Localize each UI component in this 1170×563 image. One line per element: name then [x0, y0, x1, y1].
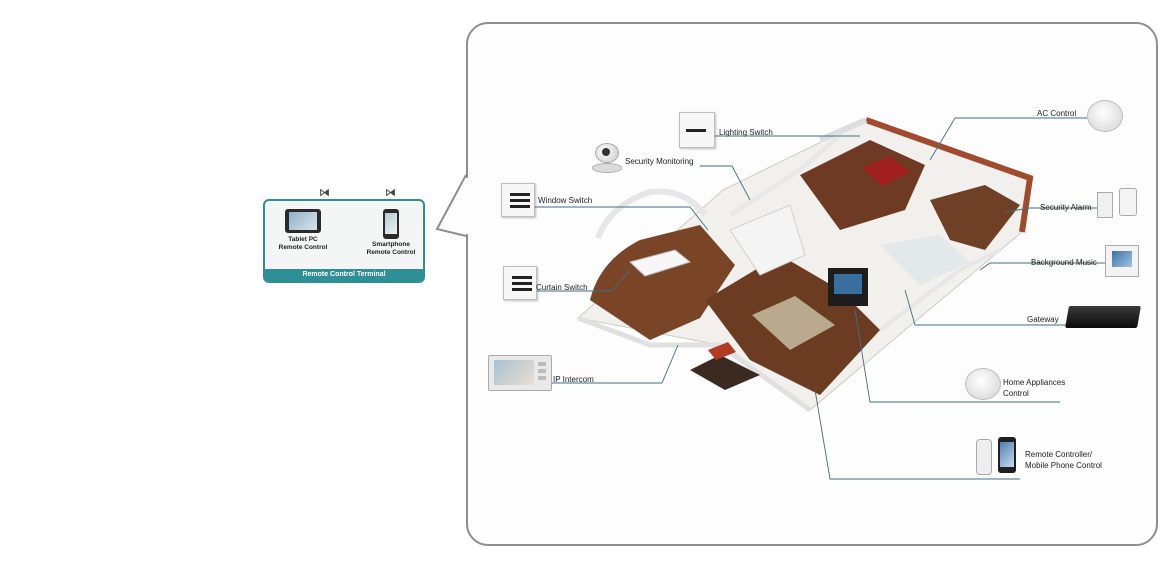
security-alarm-icon: [1097, 188, 1139, 218]
remote-control-terminal: ⧒ ⧒ Tablet PC Remote Control Smartphone …: [263, 187, 425, 283]
label-remote-controller-line2: Mobile Phone Control: [1025, 461, 1102, 470]
tablet-label-line1: Tablet PC: [288, 236, 318, 243]
back-wall: [864, 117, 1034, 233]
label-security-alarm: Security Alarm: [1040, 203, 1092, 212]
wall-segment: [818, 117, 868, 143]
label-ac-control: AC Control: [1037, 109, 1077, 118]
tablet-label-line2: Remote Control: [278, 244, 328, 251]
label-ip-intercom: IP Intercom: [553, 375, 594, 384]
wifi-icon: ⧒: [385, 187, 396, 199]
label-home-appliances-line2: Control: [1003, 389, 1029, 398]
connector-lines: [533, 117, 1105, 480]
wall-segment: [878, 248, 1001, 332]
label-home-appliances: Home Appliances Control: [1003, 377, 1065, 399]
label-home-appliances-line1: Home Appliances: [1003, 378, 1066, 387]
living-rug: [752, 296, 835, 350]
terminal-title: Remote Control Terminal: [265, 269, 423, 281]
entrance-mat: [690, 355, 760, 390]
label-gateway: Gateway: [1027, 315, 1059, 324]
home-appliance-icon: [965, 368, 1001, 400]
label-security-monitoring: Security Monitoring: [625, 157, 694, 166]
bathroom-floor: [880, 235, 970, 285]
bedroom-floor-2: [930, 185, 1020, 250]
gateway-icon: [1065, 306, 1141, 328]
smartphone-label-line1: Smartphone: [372, 241, 410, 248]
label-lighting-switch: Lighting Switch: [719, 128, 773, 137]
bubble-pointer-cover: [465, 178, 469, 234]
dining-table: [628, 249, 692, 277]
smartphone-label-line2: Remote Control: [366, 249, 416, 256]
background-music-icon: [1105, 245, 1139, 277]
dining-floor: [590, 225, 735, 340]
ip-intercom-icon: [488, 355, 552, 391]
window-switch-icon: [501, 183, 535, 217]
curtain-switch-icon: [503, 266, 537, 300]
tablet-icon: [285, 209, 321, 233]
kitchen-block: [729, 204, 806, 276]
lighting-switch-icon: [679, 112, 715, 148]
label-remote-controller-line1: Remote Controller/: [1025, 450, 1093, 459]
tv-screen: [834, 274, 862, 294]
label-background-music: Background Music: [1031, 258, 1097, 267]
remote-controller-icon: [976, 437, 1020, 475]
label-window-switch: Window Switch: [538, 196, 593, 205]
entrance-mat-red: [708, 342, 736, 360]
label-curtain-switch: Curtain Switch: [536, 283, 588, 292]
wifi-icon: ⧒: [319, 187, 330, 199]
bubble-pointer: [435, 174, 467, 237]
bed: [862, 156, 910, 186]
wall-segment: [728, 133, 842, 218]
tablet-remote-control: Tablet PC Remote Control: [275, 209, 331, 252]
front-wall: [577, 315, 812, 413]
smartphone-icon: [383, 209, 399, 239]
security-camera-icon: [589, 143, 623, 173]
label-remote-controller: Remote Controller/ Mobile Phone Control: [1025, 449, 1102, 471]
ac-control-icon: [1087, 100, 1123, 132]
arch: [595, 188, 708, 240]
smartphone-remote-control: Smartphone Remote Control: [361, 209, 421, 257]
